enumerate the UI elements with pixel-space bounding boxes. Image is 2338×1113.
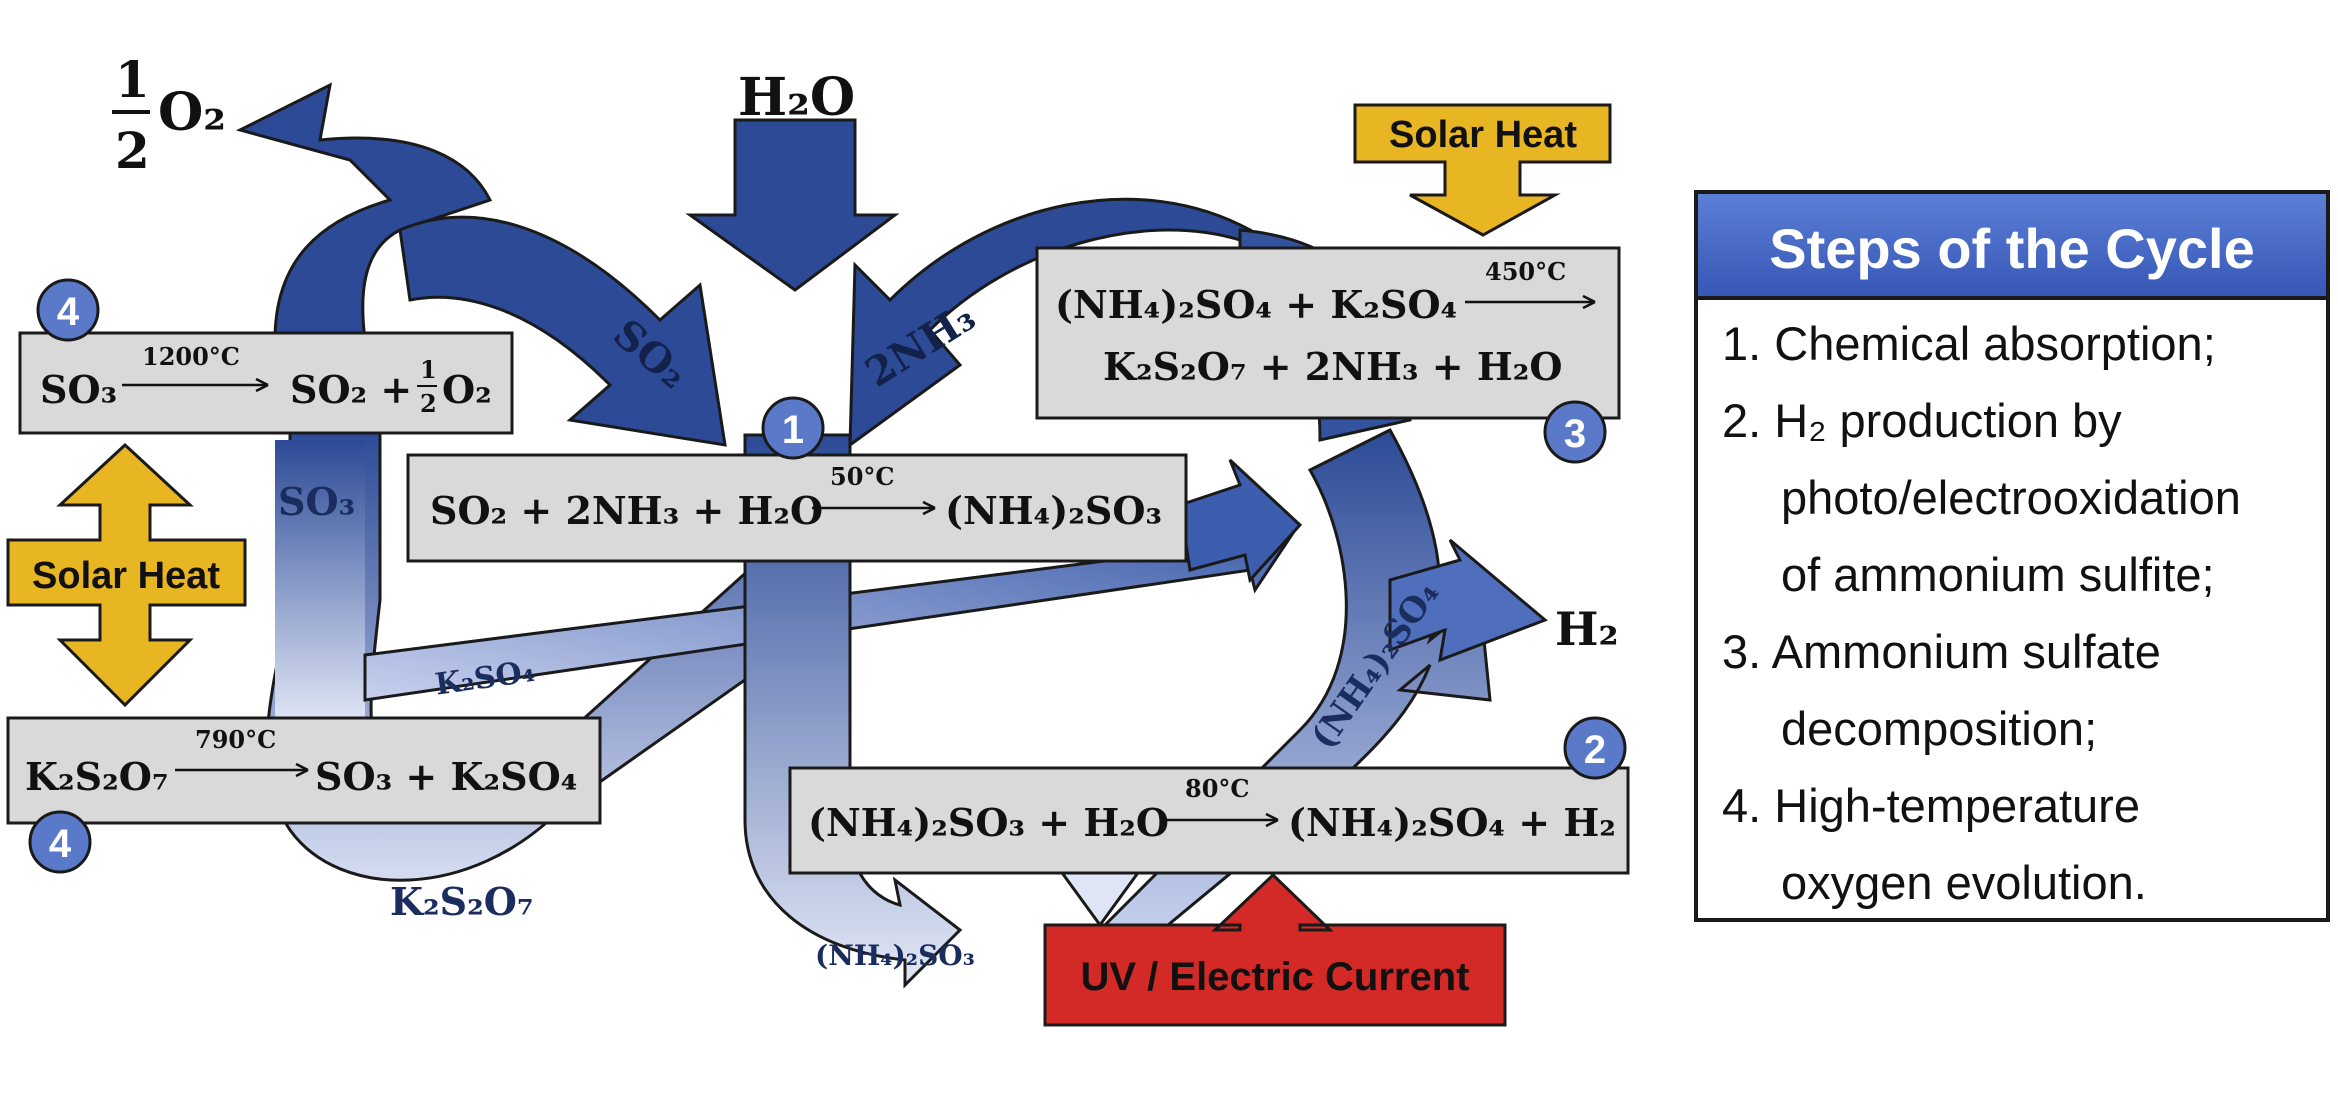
step-line-8: oxygen evolution. [1781, 856, 2147, 909]
reaction-step2: (NH₄)₂SO₃ + H₂O 80°C (NH₄)₂SO₄ + H₂ [788, 766, 1630, 875]
svg-text:K₂S₂O₇: K₂S₂O₇ [25, 754, 169, 799]
so3-flow-label: SO₃ [278, 479, 355, 524]
svg-text:1200°C: 1200°C [142, 342, 240, 371]
svg-text:K₂S₂O₇ + 2NH₃ + H₂O: K₂S₂O₇ + 2NH₃ + H₂O [1103, 344, 1562, 389]
svg-text:3: 3 [1564, 412, 1586, 456]
steps-panel-header [1698, 194, 2326, 298]
steps-panel: Steps of the Cycle 1. Chemical absorptio… [1694, 190, 2330, 922]
nh4so3-flow-label: (NH₄)₂SO₃ [815, 939, 975, 972]
so3-rising-arrow [275, 440, 365, 720]
reaction-step1: SO₂ + 2NH₃ + H₂O 50°C (NH₄)₂SO₃ [406, 453, 1188, 563]
step1-outflow-arrow [1178, 458, 1303, 584]
svg-text:(NH₄)₂SO₃ + H₂O: (NH₄)₂SO₃ + H₂O [808, 800, 1169, 845]
svg-text:2: 2 [115, 121, 150, 180]
svg-text:SO₃: SO₃ [40, 367, 117, 412]
step-line-3: photo/electrooxidation [1781, 471, 2241, 524]
svg-text:450°C: 450°C [1485, 257, 1566, 286]
step-badge-3: 3 [1543, 400, 1607, 464]
reaction-step4-oxygen: SO₃ 1200°C SO₂ + 1 2 O₂ [18, 331, 514, 435]
step-line-2: 2. H₂ production by [1722, 394, 2122, 447]
step-badge-1: 1 [761, 396, 825, 460]
uv-electric-source: UV / Electric Current [1043, 872, 1507, 1027]
svg-text:2: 2 [1584, 728, 1606, 772]
svg-text:50°C: 50°C [830, 462, 895, 491]
hydrogen-output-arrow [1388, 538, 1548, 663]
step-line-5: 3. Ammonium sulfate [1722, 625, 2161, 678]
solar-heat-left: Solar Heat [6, 442, 247, 708]
step-line-1: 1. Chemical absorption; [1722, 317, 2216, 370]
solar-heat-top: Solar Heat [1353, 103, 1612, 237]
svg-text:(NH₄)₂SO₄ + H₂: (NH₄)₂SO₄ + H₂ [1288, 800, 1616, 845]
step-badge-4-bottom: 4 [28, 810, 92, 874]
svg-text:790°C: 790°C [195, 725, 276, 754]
svg-text:UV / Electric Current: UV / Electric Current [1080, 955, 1469, 999]
step-line-6: decomposition; [1781, 702, 2097, 755]
svg-text:(NH₄)₂SO₃: (NH₄)₂SO₃ [945, 488, 1162, 533]
svg-text:Solar Heat: Solar Heat [1389, 114, 1577, 156]
svg-text:O₂: O₂ [442, 367, 492, 412]
svg-text:80°C: 80°C [1185, 774, 1250, 803]
svg-text:1: 1 [782, 408, 804, 452]
step-line-7: 4. High-temperature [1722, 779, 2140, 832]
svg-text:2: 2 [420, 389, 437, 418]
so2-arrow [398, 215, 727, 447]
ammonia-arrow [848, 197, 1253, 449]
svg-text:4: 4 [49, 822, 72, 866]
svg-text:SO₃ + K₂SO₄: SO₃ + K₂SO₄ [315, 754, 577, 799]
reaction-step3: (NH₄)₂SO₄ + K₂SO₄ 450°C K₂S₂O₇ + 2NH₃ + … [1035, 246, 1621, 420]
svg-text:1: 1 [115, 50, 150, 109]
svg-text:4: 4 [57, 290, 80, 334]
water-input-arrow [685, 118, 900, 292]
hydrogen-label: H₂ [1555, 602, 1619, 656]
step-line-4: of ammonium sulfite; [1781, 548, 2215, 601]
k2s2o7-flow-label: K₂S₂O₇ [390, 879, 534, 924]
oxygen-release-arrow [235, 82, 493, 342]
half-oxygen-label: 1 2 O₂ [112, 50, 226, 180]
svg-text:SO₂ + 2NH₃ + H₂O: SO₂ + 2NH₃ + H₂O [430, 488, 823, 533]
svg-text:SO₂ +: SO₂ + [290, 367, 412, 412]
svg-text:1: 1 [420, 355, 437, 384]
step-badge-2: 2 [1563, 716, 1627, 780]
reaction-step4-pyrosulfate: K₂S₂O₇ 790°C SO₃ + K₂SO₄ [6, 716, 602, 825]
step-badge-4-top: 4 [36, 278, 100, 342]
water-label: H₂O [738, 67, 855, 128]
svg-text:O₂: O₂ [158, 82, 226, 143]
svg-text:Solar Heat: Solar Heat [32, 555, 220, 597]
svg-text:(NH₄)₂SO₄ + K₂SO₄: (NH₄)₂SO₄ + K₂SO₄ [1055, 282, 1457, 327]
steps-panel-title: Steps of the Cycle [1769, 217, 2254, 280]
